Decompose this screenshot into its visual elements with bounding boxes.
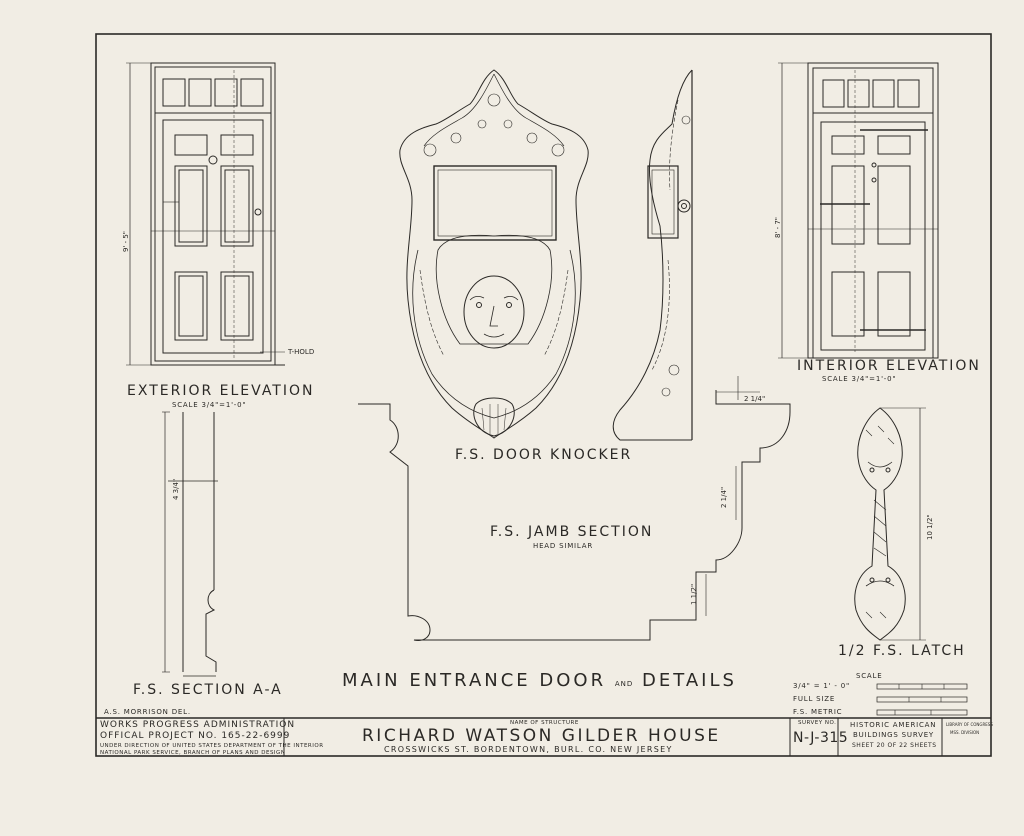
- jamb-section-drawing: [358, 376, 791, 641]
- knocker-side-drawing: [612, 69, 693, 441]
- survey-name-line-2: BUILDINGS SURVEY: [853, 731, 935, 739]
- survey-number: N-J-315: [793, 730, 849, 746]
- title-block-lines: [96, 717, 991, 756]
- survey-name-line-1: HISTORIC AMERICAN: [850, 721, 937, 729]
- jamb-top-dimension: 2 1/4": [744, 395, 766, 403]
- interior-elevation-scale: SCALE 3/4"=1'-0": [822, 375, 897, 383]
- library-stamp-line-2: MSS. DIVISION: [950, 730, 980, 735]
- library-stamp-line-1: LIBRARY OF CONGRESS: [946, 722, 993, 727]
- interior-height-dimension: 8' - 7": [774, 216, 782, 238]
- survey-caption: SURVEY NO.: [798, 720, 837, 726]
- scale-legend-title: SCALE: [856, 672, 883, 680]
- main-title-part-2: DETAILS: [641, 670, 737, 691]
- latch-dimension: 10 1/2": [926, 514, 934, 540]
- scale-bars: [876, 683, 968, 716]
- exterior-height-dimension: 9' - 5": [122, 230, 130, 252]
- main-title: MAIN ENTRANCE DOOR AND DETAILS: [342, 670, 737, 691]
- structure-caption: NAME OF STRUCTURE: [510, 720, 579, 726]
- jamb-mid-dimension: 2 1/4": [720, 486, 728, 508]
- exterior-elevation-label: EXTERIOR ELEVATION: [127, 383, 315, 399]
- door-knocker-label: F.S. DOOR KNOCKER: [455, 447, 633, 463]
- section-aa-drawing: [162, 411, 218, 677]
- structure-name: RICHARD WATSON GILDER HOUSE: [362, 726, 721, 746]
- jamb-section-sublabel: HEAD SIMILAR: [533, 542, 594, 550]
- scale-legend-row: FULL SIZE: [793, 695, 836, 703]
- knocker-front-drawing: [399, 69, 589, 439]
- exterior-door-drawing: [126, 62, 285, 366]
- delineator: A.S. MORRISON DEL.: [104, 708, 191, 716]
- project-number: OFFICAL PROJECT NO. 165-22-6999: [100, 731, 291, 741]
- interior-door-drawing: [778, 62, 939, 359]
- agency-name: WORKS PROGRESS ADMINISTRATION: [100, 720, 296, 730]
- jamb-section-label: F.S. JAMB SECTION: [490, 524, 654, 540]
- main-title-part-1: MAIN ENTRANCE DOOR: [342, 670, 607, 691]
- structure-location: CROSSWICKS ST. BORDENTOWN, BURL. CO. NEW…: [384, 745, 673, 754]
- jamb-low-dimension: 1 1/2": [690, 583, 698, 605]
- sheet-border: [95, 33, 992, 757]
- section-aa-dimension: 4 3/4": [172, 478, 180, 500]
- scale-legend-row: F.S. METRIC: [793, 708, 843, 716]
- direction-line-2: NATIONAL PARK SERVICE, BRANCH OF PLANS A…: [100, 750, 286, 756]
- section-aa-label: F.S. SECTION A-A: [133, 682, 283, 698]
- exterior-holdback-note: T-HOLD: [288, 348, 315, 356]
- main-title-and: AND: [614, 680, 634, 688]
- interior-elevation-label: INTERIOR ELEVATION: [797, 358, 981, 374]
- latch-label: 1/2 F.S. LATCH: [838, 643, 966, 659]
- exterior-elevation-scale: SCALE 3/4"=1'-0": [172, 401, 247, 409]
- direction-line-1: UNDER DIRECTION OF UNITED STATES DEPARTM…: [100, 743, 324, 749]
- sheet-number: SHEET 20 OF 22 SHEETS: [852, 742, 937, 749]
- latch-drawing: [854, 407, 926, 641]
- scale-legend-row: 3/4" = 1' - 0": [793, 682, 851, 690]
